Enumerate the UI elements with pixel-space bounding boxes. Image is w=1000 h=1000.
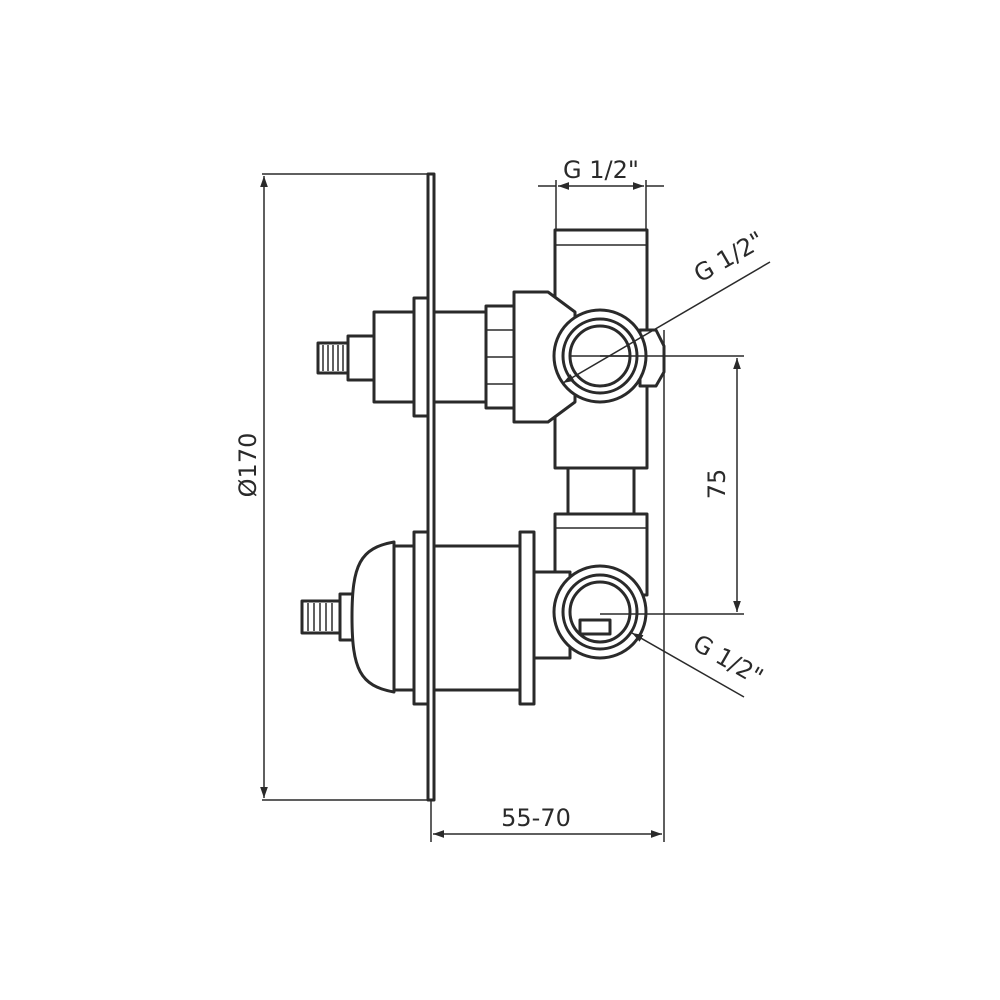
dimension-outlet-spacing: 75 — [600, 355, 744, 615]
dimension-top-inlet: G 1/2" — [538, 156, 664, 230]
lower-valve-body — [532, 512, 649, 660]
dimension-label-depth: 55-70 — [501, 804, 571, 832]
dimension-label-diameter: Ø170 — [234, 433, 262, 498]
dimension-label-lower-side-inlet: G 1/2" — [688, 629, 768, 691]
coupling-pipe — [566, 466, 636, 516]
thermostatic-cartridge — [300, 530, 536, 706]
dimension-depth: 55-70 — [430, 330, 665, 842]
dimension-label-top-inlet: G 1/2" — [563, 156, 639, 184]
dimension-label-upper-side-inlet: G 1/2" — [689, 226, 769, 288]
upper-valve-body — [512, 228, 666, 470]
dimension-lower-side-inlet: G 1/2" — [631, 629, 768, 698]
upper-diverter-spindle — [316, 296, 516, 418]
dimension-plate-diameter: Ø170 — [234, 173, 428, 801]
dimension-label-spacing: 75 — [703, 469, 731, 500]
wall-plate — [426, 172, 436, 802]
